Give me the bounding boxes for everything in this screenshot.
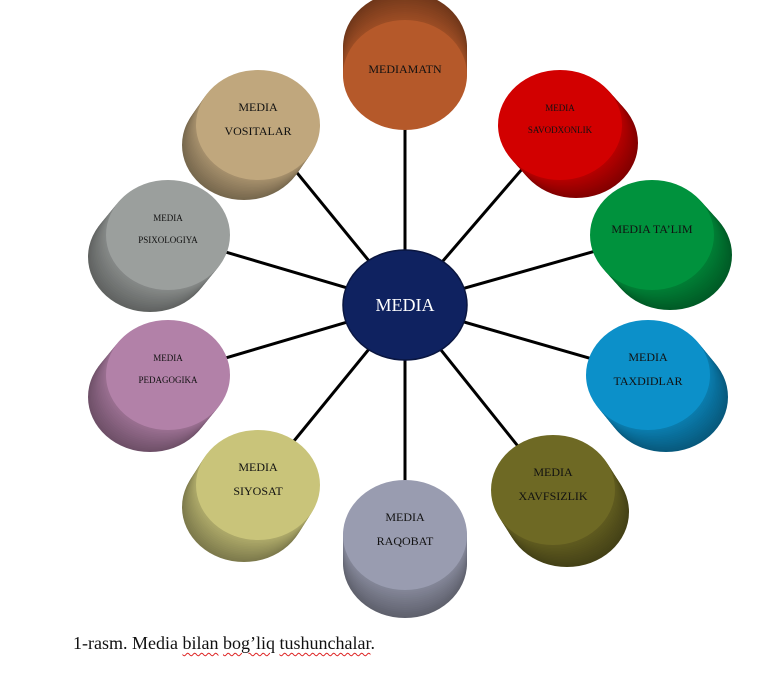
node-label: SAVODXONLIK [528,125,593,135]
node-face [343,480,467,590]
figure-caption: 1-rasm. Media bilan bog’liq tushunchalar… [73,633,375,654]
center-label: MEDIA [376,295,435,315]
node-label: MEDIA [153,353,183,363]
concept-node: MEDIA TA’LIM [590,180,732,310]
concept-node: MEDIAMATN [343,0,467,130]
concept-node: MEDIA SIYOSAT [182,430,320,562]
node-face [586,320,710,430]
concept-node: MEDIA XAVFSIZLIK [491,435,629,567]
node-label: MEDIA [628,350,668,364]
center-node: MEDIA [342,249,468,361]
node-label: SIYOSAT [233,484,283,498]
node-label: MEDIA [385,510,425,524]
node-label: MEDIA [238,460,278,474]
caption-text: 1-rasm. Media [73,633,183,653]
caption-word: bilan [182,633,219,653]
node-label: MEDIA [153,213,183,223]
concept-node: MEDIA SAVODXONLIK [498,70,638,198]
node-label: TAXDIDLAR [613,374,682,388]
node-face [343,20,467,130]
caption-word: tushunchalar [279,633,371,653]
node-face [106,320,230,430]
node-label: PSIXOLOGIYA [138,235,198,245]
node-face [196,70,320,180]
concept-node: MEDIA RAQOBAT [343,480,467,618]
node-label: RAQOBAT [377,534,434,548]
node-label: MEDIA TA’LIM [611,222,692,236]
node-label: MEDIA [533,465,573,479]
concept-node: MEDIA VOSITALAR [182,70,320,200]
node-label: VOSITALAR [224,124,291,138]
node-label: PEDAGOGIKA [139,375,198,385]
concept-node: MEDIA PEDAGOGIKA [88,320,230,452]
node-face [196,430,320,540]
node-face [491,435,615,545]
node-face [498,70,622,180]
node-label: MEDIA [238,100,278,114]
node-face [106,180,230,290]
node-face [590,180,714,290]
caption-word: bog’liq [222,633,275,653]
center-circle [342,249,468,361]
concept-node: MEDIA PSIXOLOGIYA [88,180,230,312]
node-label: XAVFSIZLIK [518,489,587,503]
caption-text: . [370,633,375,653]
concept-node: MEDIA TAXDIDLAR [586,320,728,452]
node-label: MEDIAMATN [368,62,442,76]
node-label: MEDIA [545,103,575,113]
